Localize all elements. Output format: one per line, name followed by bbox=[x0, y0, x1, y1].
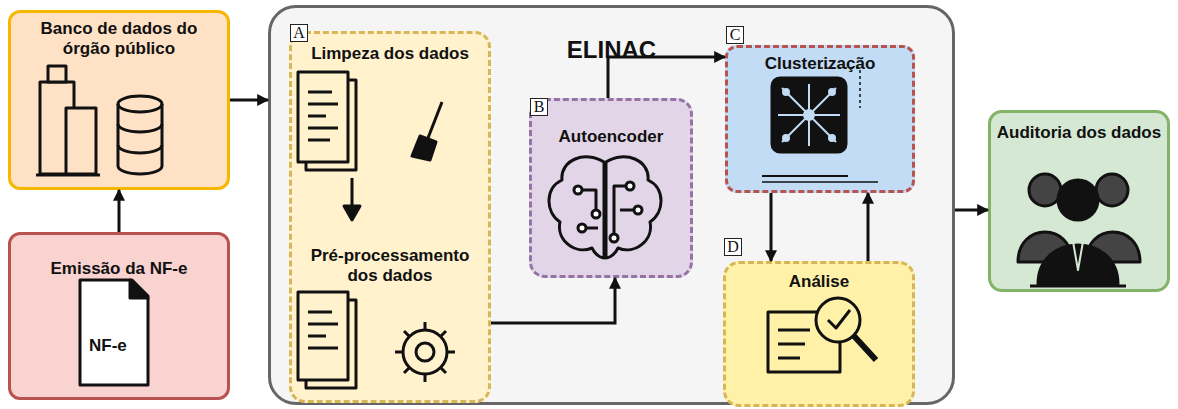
callout-letter: C bbox=[726, 26, 744, 44]
icon-stroke bbox=[1030, 285, 1126, 288]
node-title: Auditoria dos dados bbox=[995, 123, 1163, 143]
icon-stroke bbox=[1086, 232, 1140, 262]
icon-stroke bbox=[549, 157, 604, 258]
icon-stroke bbox=[829, 89, 835, 95]
node-subtitle: Pré-processamento dos dados bbox=[296, 246, 484, 286]
icon-stroke bbox=[778, 357, 800, 360]
icon-stroke bbox=[308, 91, 332, 94]
icon-stroke bbox=[308, 335, 326, 338]
icon-stroke bbox=[118, 104, 162, 174]
output-box: Auditoria dos dados bbox=[988, 110, 1170, 292]
icon-stroke bbox=[829, 135, 835, 141]
process-box: Clusterização bbox=[725, 45, 915, 193]
process-box: Autoencoder bbox=[529, 98, 693, 278]
icon-stroke bbox=[778, 84, 840, 146]
flow-arrow bbox=[608, 57, 725, 98]
node-title: Banco de dados do órgão público bbox=[15, 19, 223, 59]
icon-stroke bbox=[1018, 232, 1072, 262]
node-title: Análise bbox=[730, 272, 908, 292]
icon-stroke bbox=[762, 175, 848, 177]
icon-stroke bbox=[816, 298, 860, 342]
source-box: Emissão da NF-e bbox=[8, 232, 230, 400]
icon-stroke bbox=[395, 322, 455, 382]
icon-stroke bbox=[351, 178, 354, 212]
icon-label: NF-e bbox=[89, 336, 127, 356]
icon-stroke bbox=[1038, 245, 1118, 284]
node-title: Autoencoder bbox=[536, 127, 686, 147]
icon-stroke bbox=[308, 323, 338, 326]
icon-stroke bbox=[308, 347, 338, 350]
icon-stroke bbox=[828, 310, 850, 328]
icon-stroke bbox=[130, 280, 148, 298]
icon-stroke bbox=[804, 110, 814, 120]
flow-arrow bbox=[230, 99, 268, 102]
process-box: Limpeza dos dadosPré-processamento dos d… bbox=[289, 31, 491, 403]
icon-stroke bbox=[298, 72, 348, 162]
icon-stroke bbox=[416, 343, 434, 361]
icon-stroke bbox=[118, 124, 162, 153]
icon-stroke bbox=[308, 127, 338, 130]
node-title: Limpeza dos dados bbox=[296, 44, 484, 64]
callout-letter: D bbox=[724, 238, 742, 256]
icon-stroke bbox=[1096, 174, 1128, 206]
flow-arrow bbox=[867, 193, 870, 261]
icon-stroke bbox=[574, 186, 582, 194]
callout-letter: B bbox=[530, 98, 548, 116]
icon-stroke bbox=[783, 135, 789, 141]
icon-stroke bbox=[783, 89, 789, 95]
icon-stroke bbox=[782, 88, 836, 142]
icon-stroke bbox=[778, 343, 805, 346]
icon-stroke bbox=[762, 181, 878, 183]
icon-stroke bbox=[1058, 180, 1098, 220]
node-title: Clusterização bbox=[732, 54, 908, 74]
icon-stroke bbox=[36, 174, 100, 177]
icon-stroke bbox=[308, 103, 338, 106]
icon-stroke bbox=[578, 224, 586, 232]
icon-stroke bbox=[592, 210, 600, 218]
icon-stroke bbox=[1029, 174, 1061, 206]
system-box: ELINACLimpeza dos dadosPré-processamento… bbox=[268, 5, 955, 405]
icon-stroke bbox=[610, 234, 618, 242]
icon-stroke bbox=[626, 182, 634, 190]
icon-stroke bbox=[634, 206, 642, 214]
icon-stroke bbox=[778, 329, 810, 332]
icon-stroke bbox=[118, 96, 162, 112]
icon-stroke bbox=[808, 84, 810, 146]
icon-stroke bbox=[308, 115, 326, 118]
icon-stroke bbox=[768, 312, 840, 372]
node-title: Emissão da NF-e bbox=[15, 259, 223, 279]
icon-stroke bbox=[80, 280, 148, 385]
flow-arrow bbox=[491, 278, 615, 323]
icon-stroke bbox=[344, 206, 360, 220]
icon-stroke bbox=[306, 300, 356, 388]
flow-arrow bbox=[955, 209, 988, 212]
icon-stroke bbox=[580, 186, 636, 236]
icon-stroke bbox=[298, 292, 348, 380]
icon-stroke bbox=[820, 68, 860, 108]
callout-letter: A bbox=[290, 24, 308, 42]
icon-stroke bbox=[412, 136, 436, 160]
process-box: Análise bbox=[723, 261, 915, 407]
icon-stroke bbox=[782, 88, 836, 142]
icon-stroke bbox=[48, 66, 66, 82]
icon-stroke bbox=[1072, 236, 1084, 270]
icon-stroke bbox=[36, 66, 1140, 388]
icon-stroke bbox=[403, 330, 447, 374]
icon-stroke bbox=[854, 336, 876, 360]
icon-stroke bbox=[308, 311, 332, 314]
icon-stroke bbox=[606, 157, 661, 258]
icon-stroke bbox=[308, 139, 330, 142]
flow-arrow bbox=[118, 190, 121, 232]
icon-stroke bbox=[306, 80, 356, 170]
flow-arrow bbox=[770, 193, 773, 261]
icon-stroke bbox=[778, 114, 840, 116]
icon-stroke bbox=[772, 78, 846, 152]
icon-stroke bbox=[66, 108, 96, 174]
source-box: Banco de dados do órgão público bbox=[8, 10, 230, 190]
icon-stroke bbox=[40, 82, 74, 174]
icon-stroke bbox=[428, 102, 442, 138]
